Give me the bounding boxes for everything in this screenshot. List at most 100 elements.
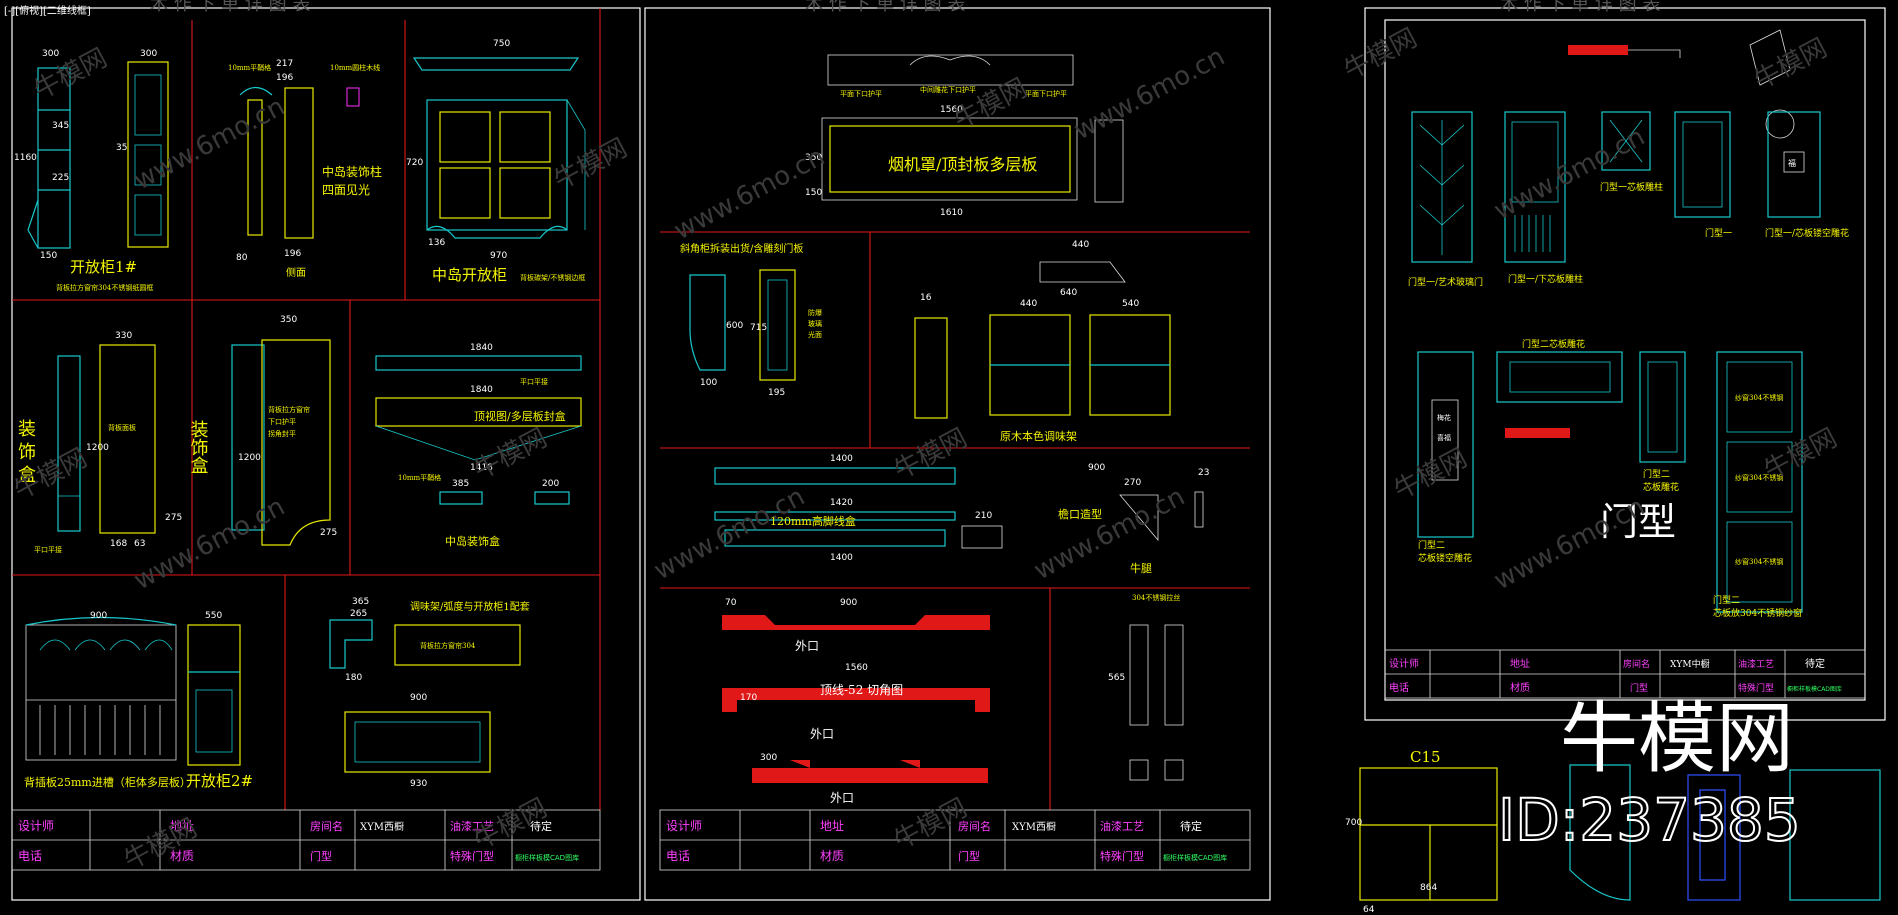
door-carved-medallion — [1431, 399, 1459, 481]
emblem-text: 喜福 — [1437, 433, 1451, 442]
note: 平面下口护平 — [1025, 89, 1067, 98]
dim: 385 — [452, 479, 469, 489]
dim: 170 — [740, 693, 757, 703]
dim: 715 — [750, 323, 767, 333]
blue-panel — [1687, 774, 1741, 901]
tb-room-value: XYM西橱 — [1012, 820, 1056, 833]
decorative-box-2-drawing[interactable]: 装饰盒 350 1200 275 背板拉方窗帘 下口护平 拐角封平 — [188, 315, 338, 546]
rack-front — [394, 624, 521, 666]
watermark-logo: 牛模网 — [469, 793, 552, 856]
door-carving — [767, 279, 788, 371]
watermark-url: www.6mo.cn — [649, 482, 810, 586]
dim: 100 — [700, 378, 717, 388]
dim: 1610 — [940, 208, 963, 218]
note: 10mm平鞘格 — [398, 473, 441, 482]
cabinet-niche — [134, 144, 162, 186]
dim: 168 — [110, 539, 127, 549]
corbel-profile — [1119, 494, 1159, 542]
tb-special-note: 橱柜样板模CAD图库 — [515, 853, 579, 862]
dim: 1400 — [830, 454, 853, 464]
dim: 1400 — [830, 553, 853, 563]
cabinet-panel — [439, 167, 491, 219]
island-column-drawing[interactable]: 217 196 196 80 10mm平鞘格 10mm圆柱木线 中岛装饰柱 四面… — [228, 59, 382, 279]
note: 平面下口护平 — [840, 89, 882, 98]
tb-material: 材质 — [1510, 681, 1530, 694]
note: 背板拉方窗帘 — [268, 405, 310, 414]
tb-material: 材质 — [170, 849, 194, 863]
cabinet-body — [25, 624, 177, 761]
dim: 23 — [1198, 468, 1209, 478]
emblem-text: 福 — [1788, 159, 1796, 168]
top-view-board — [375, 397, 582, 427]
door-label-7: 门型二 — [1643, 468, 1670, 480]
open-cabinet-2-drawing[interactable]: 550 开放柜2# — [186, 611, 253, 790]
open-cabinet-1-drawing[interactable]: 300 300 1160 150 225 345 35 开放柜1# 背板拉方窗帘… — [14, 49, 169, 292]
corbel-title: 牛腿 — [1130, 561, 1152, 575]
skirt-drawing[interactable]: 1400 1420 1400 120mm高脚线盒 — [714, 454, 956, 563]
backplate-cabinet-drawing[interactable]: 900 背插板25mm进槽（柜体多层板） — [24, 611, 191, 789]
spice-rack-drawing[interactable]: 365 265 180 900 930 调味架/弧度与开放柜1配套 背板拉方窗帘… — [329, 597, 530, 789]
watermark-logo: 牛模网 — [1759, 423, 1842, 486]
column-cap — [239, 86, 273, 96]
steel-note: 304不锈钢拉丝 — [1132, 593, 1180, 602]
door-core-panel — [1601, 111, 1651, 171]
stainless-door-drawing[interactable]: 304不锈钢拉丝 565 — [1108, 593, 1184, 781]
island-deco-box-drawing[interactable]: 1840 1840 1418 385 200 顶视图/多层板封盒 中岛装饰盒 1… — [375, 343, 582, 548]
deco-box2-label: 装饰盒 — [188, 420, 209, 474]
dim: 640 — [1060, 288, 1077, 298]
dim: 1840 — [470, 343, 493, 353]
title-block-2: 设计师 电话 地址 材质 房间名 XYM西橱 门型 油漆工艺 待定 特殊门型 橱… — [659, 809, 1251, 871]
bottom-cabinet-drawing[interactable]: C15 864 700 64 — [1345, 748, 1881, 915]
dim: 35 — [116, 143, 127, 153]
cabinet-arches — [39, 639, 173, 651]
corner-side — [689, 274, 726, 371]
moulding-section-2 — [722, 688, 990, 712]
profile-details[interactable] — [1568, 29, 1795, 139]
box-side — [57, 355, 81, 532]
oak-rack-title: 原木本色调味架 — [1000, 429, 1077, 443]
door-label-6: 门型二芯板雕花 — [1522, 338, 1585, 350]
steel-label-3: 纱窗304不锈钢 — [1735, 557, 1783, 566]
eave-corbel-drawing[interactable]: 900 270 23 210 檐口造型 牛腿 — [961, 463, 1209, 575]
dim: 930 — [410, 779, 427, 789]
dim: 196 — [284, 249, 301, 259]
dim: 700 — [1345, 818, 1362, 828]
tb-finish-value: 待定 — [1180, 819, 1202, 833]
oak-spice-rack-drawing[interactable]: 440 640 440 540 16 原木本色调味架 — [914, 240, 1171, 443]
viewport-label[interactable]: [-][俯视][二维线框] — [4, 4, 91, 17]
deco-box-label-b: 饰 — [18, 442, 36, 463]
island-open-cabinet-drawing[interactable]: 750 970 136 720 中岛开放柜 背板碳架/不锈钢边框 — [406, 39, 586, 284]
door-type-row-2[interactable]: 门型二芯板雕花 门型二 芯板雕花 门型二 芯板镂空雕花 门型二 芯板放304不锈… — [1417, 338, 1803, 619]
rack-side — [914, 317, 948, 419]
sheet-3-header: 木 作 下 单 详 图 表 — [1500, 0, 1660, 15]
dim: 63 — [134, 539, 145, 549]
open-cabinet-1-title: 开放柜1# — [70, 258, 137, 276]
door-label-8: 门型二 — [1418, 539, 1445, 551]
dim: 180 — [345, 673, 362, 683]
watermark-logo: 牛模网 — [949, 73, 1032, 136]
tb-room-name: 房间名 — [1623, 658, 1650, 670]
door-label-8b: 芯板镂空雕花 — [1418, 552, 1472, 564]
side-profile — [566, 99, 586, 131]
dim: 900 — [840, 598, 857, 608]
watermark-logo: 牛模网 — [889, 793, 972, 856]
island-deco-box-title: 中岛装饰盒 — [445, 534, 500, 548]
crown-moulding-drawing[interactable]: 70 900 1560 300 170 外口 顶线-52 切角图 外口 外口 — [722, 598, 990, 805]
door-bars — [1514, 215, 1551, 252]
door-label-7b: 芯板雕花 — [1643, 481, 1679, 493]
tb-finish-value: 待定 — [530, 819, 552, 833]
dim: 1840 — [470, 385, 493, 395]
door-type-row-1[interactable]: 门型一/艺术玻璃门 门型一/下芯板雕柱 门型一芯板雕柱 门型一 门型一/芯板镂空… — [1408, 111, 1849, 288]
dim: 900 — [410, 693, 427, 703]
outer-label-2: 外口 — [810, 727, 834, 741]
door-lower-panel — [1504, 111, 1566, 263]
steel-label-2: 纱窗304不锈钢 — [1735, 473, 1783, 482]
hood-drawing[interactable]: 1560 1610 350 150 烟机罩/顶封板多层板 平面下口护平 中间雕花… — [805, 54, 1124, 218]
decorative-box-drawing[interactable]: 装 饰 盒 330 1200 168 63 275 背板面板 平口平接 — [18, 331, 182, 554]
tb-room-value: XYM西橱 — [360, 820, 404, 833]
tb-finish-value: 待定 — [1805, 657, 1825, 670]
corner-cabinet-drawing[interactable]: 斜角柜拆装出货/含雕刻门板 100 195 600 715 防爆 玻璃 光面 — [680, 242, 822, 398]
moulding-section-1 — [722, 615, 990, 630]
tb-phone: 电话 — [1389, 681, 1409, 694]
